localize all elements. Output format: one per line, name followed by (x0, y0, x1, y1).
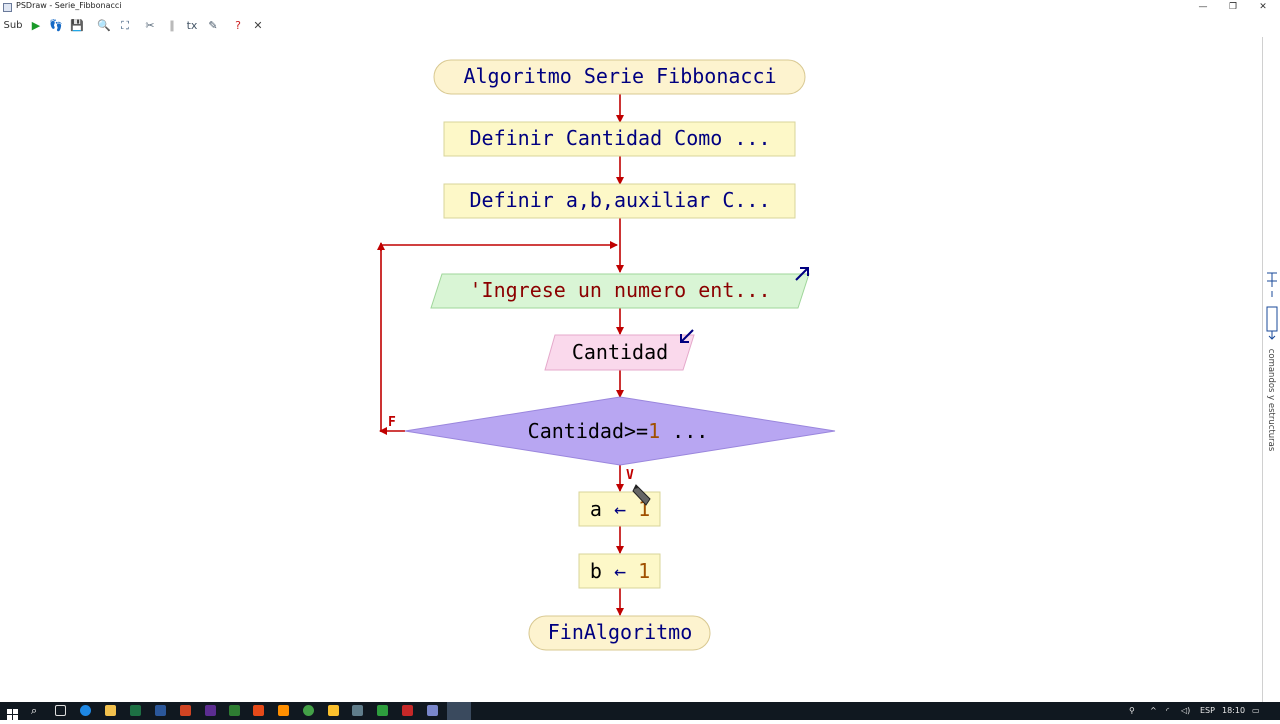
decision-block[interactable]: Cantidad>=1 ... (404, 396, 836, 466)
close-window-icon[interactable]: ✕ (1259, 2, 1267, 12)
taskbar: ⌕ ⚲ ^ ◜ ◁) ESP 18:10 ▭ (0, 702, 1280, 720)
visio-icon[interactable] (205, 705, 216, 716)
input-label: Cantidad (572, 340, 668, 364)
notifications-icon[interactable]: ▭ (1252, 706, 1260, 715)
assign-a-var: a (590, 497, 602, 521)
app-icon-4[interactable] (427, 705, 438, 716)
output-block[interactable]: 'Ingrese un numero ent... (430, 267, 810, 309)
toolbar: Sub ▶ 👣 💾 🔍 ⛶ ✂ ∥ tx ✎? ✕ (0, 15, 1280, 37)
assign-b-val: 1 (638, 559, 650, 583)
vlc-icon[interactable] (278, 705, 289, 716)
define-variables-block[interactable]: Definir a,b,auxiliar C... (443, 183, 796, 219)
help-button[interactable]: ? (235, 19, 241, 32)
file-explorer-icon[interactable] (105, 705, 116, 716)
chrome-icon[interactable] (303, 705, 314, 716)
assign-a-label: a ← 1 (590, 497, 650, 521)
assign-b-label: b ← 1 (590, 559, 650, 583)
word-icon[interactable] (155, 705, 166, 716)
assign-a-block[interactable]: a ← 1 (578, 491, 661, 527)
draw-button[interactable]: ✎ (208, 19, 218, 32)
zoom-button[interactable]: 🔍 (97, 19, 111, 32)
step-button[interactable]: 👣 (49, 19, 63, 32)
decision-var: Cantidad (528, 419, 624, 443)
pseint-active-icon[interactable] (447, 702, 471, 720)
run-button[interactable]: ▶ (31, 19, 41, 32)
end-label: FinAlgoritmo (548, 620, 693, 644)
flowchart-diagram: Algoritmo Serie Fibbonacci Definir Canti… (377, 59, 836, 651)
excel-icon[interactable] (130, 705, 141, 716)
end-terminal[interactable]: FinAlgoritmo (528, 615, 711, 651)
assign-b-arrow: ← (602, 559, 638, 583)
close-button[interactable]: ✕ (253, 19, 263, 32)
people-icon[interactable]: ⚲ (1129, 706, 1135, 715)
app-icon-1[interactable] (352, 705, 363, 716)
sidebar-tabs (1266, 272, 1278, 340)
sidebar-tab-label[interactable]: comandos y estructuras (1262, 345, 1280, 455)
decision-num: 1 (648, 419, 660, 443)
save-button[interactable]: 💾 (70, 19, 84, 32)
search-icon[interactable]: ⌕ (31, 704, 38, 717)
input-arrow-icon (680, 329, 694, 343)
title-bar: PSDraw - Serie_Fibbonacci — ❐ ✕ (0, 0, 1280, 15)
pen-cursor-icon (632, 484, 651, 506)
output-arrow-icon (795, 267, 809, 281)
start-label: Algoritmo Serie Fibbonacci (463, 64, 776, 88)
assign-b-block[interactable]: b ← 1 (578, 553, 661, 589)
flowchart-canvas[interactable]: Algoritmo Serie Fibbonacci Definir Canti… (0, 37, 1262, 702)
input-block[interactable]: Cantidad (544, 329, 695, 371)
sidebar-diagram-icon[interactable] (1267, 272, 1277, 297)
pdf-icon[interactable] (253, 705, 264, 716)
network-icon[interactable]: ◜ (1166, 706, 1170, 715)
volume-icon[interactable]: ◁) (1181, 706, 1191, 715)
decision-label: Cantidad>=1 ... (528, 419, 709, 443)
comment-button[interactable]: ∥ (169, 19, 175, 32)
tray-chevron-icon[interactable]: ^ (1150, 706, 1157, 715)
sidebar-label: comandos y estructuras (1266, 348, 1276, 452)
powerpoint-icon[interactable] (180, 705, 191, 716)
edge-icon[interactable] (80, 705, 91, 716)
right-sidebar (1262, 37, 1280, 702)
assign-b-var: b (590, 559, 602, 583)
false-branch-label: F (388, 415, 396, 430)
true-branch-label: V (626, 468, 634, 483)
sub-button[interactable]: Sub (3, 20, 23, 31)
define-cantidad-label: Definir Cantidad Como ... (469, 126, 770, 150)
style-button[interactable]: ✂ (145, 19, 155, 32)
notes-icon[interactable] (328, 705, 339, 716)
publisher-icon[interactable] (229, 705, 240, 716)
restore-icon[interactable]: ❐ (1228, 2, 1238, 12)
connector-arrows (377, 94, 624, 616)
clock[interactable]: 18:10 (1222, 706, 1246, 715)
app-icon (3, 3, 12, 12)
define-variables-label: Definir a,b,auxiliar C... (469, 188, 770, 212)
decision-op: >= (624, 419, 648, 443)
output-label: 'Ingrese un numero ent... (469, 278, 770, 302)
app-icon-2[interactable] (377, 705, 388, 716)
fit-button[interactable]: ⛶ (121, 19, 129, 32)
task-view-icon[interactable] (55, 705, 66, 716)
assign-a-arrow: ← (602, 497, 638, 521)
define-cantidad-block[interactable]: Definir Cantidad Como ... (443, 121, 796, 157)
minimize-icon[interactable]: — (1198, 2, 1208, 12)
start-terminal[interactable]: Algoritmo Serie Fibbonacci (433, 59, 806, 95)
window-title: PSDraw - Serie_Fibbonacci (16, 1, 122, 10)
app-icon-3[interactable] (402, 705, 413, 716)
language-indicator[interactable]: ESP (1200, 706, 1215, 715)
sidebar-flow-icon[interactable] (1266, 306, 1278, 340)
decision-rest: ... (660, 419, 708, 443)
text-button[interactable]: tx (186, 19, 198, 32)
windows-start-icon[interactable] (7, 705, 18, 720)
